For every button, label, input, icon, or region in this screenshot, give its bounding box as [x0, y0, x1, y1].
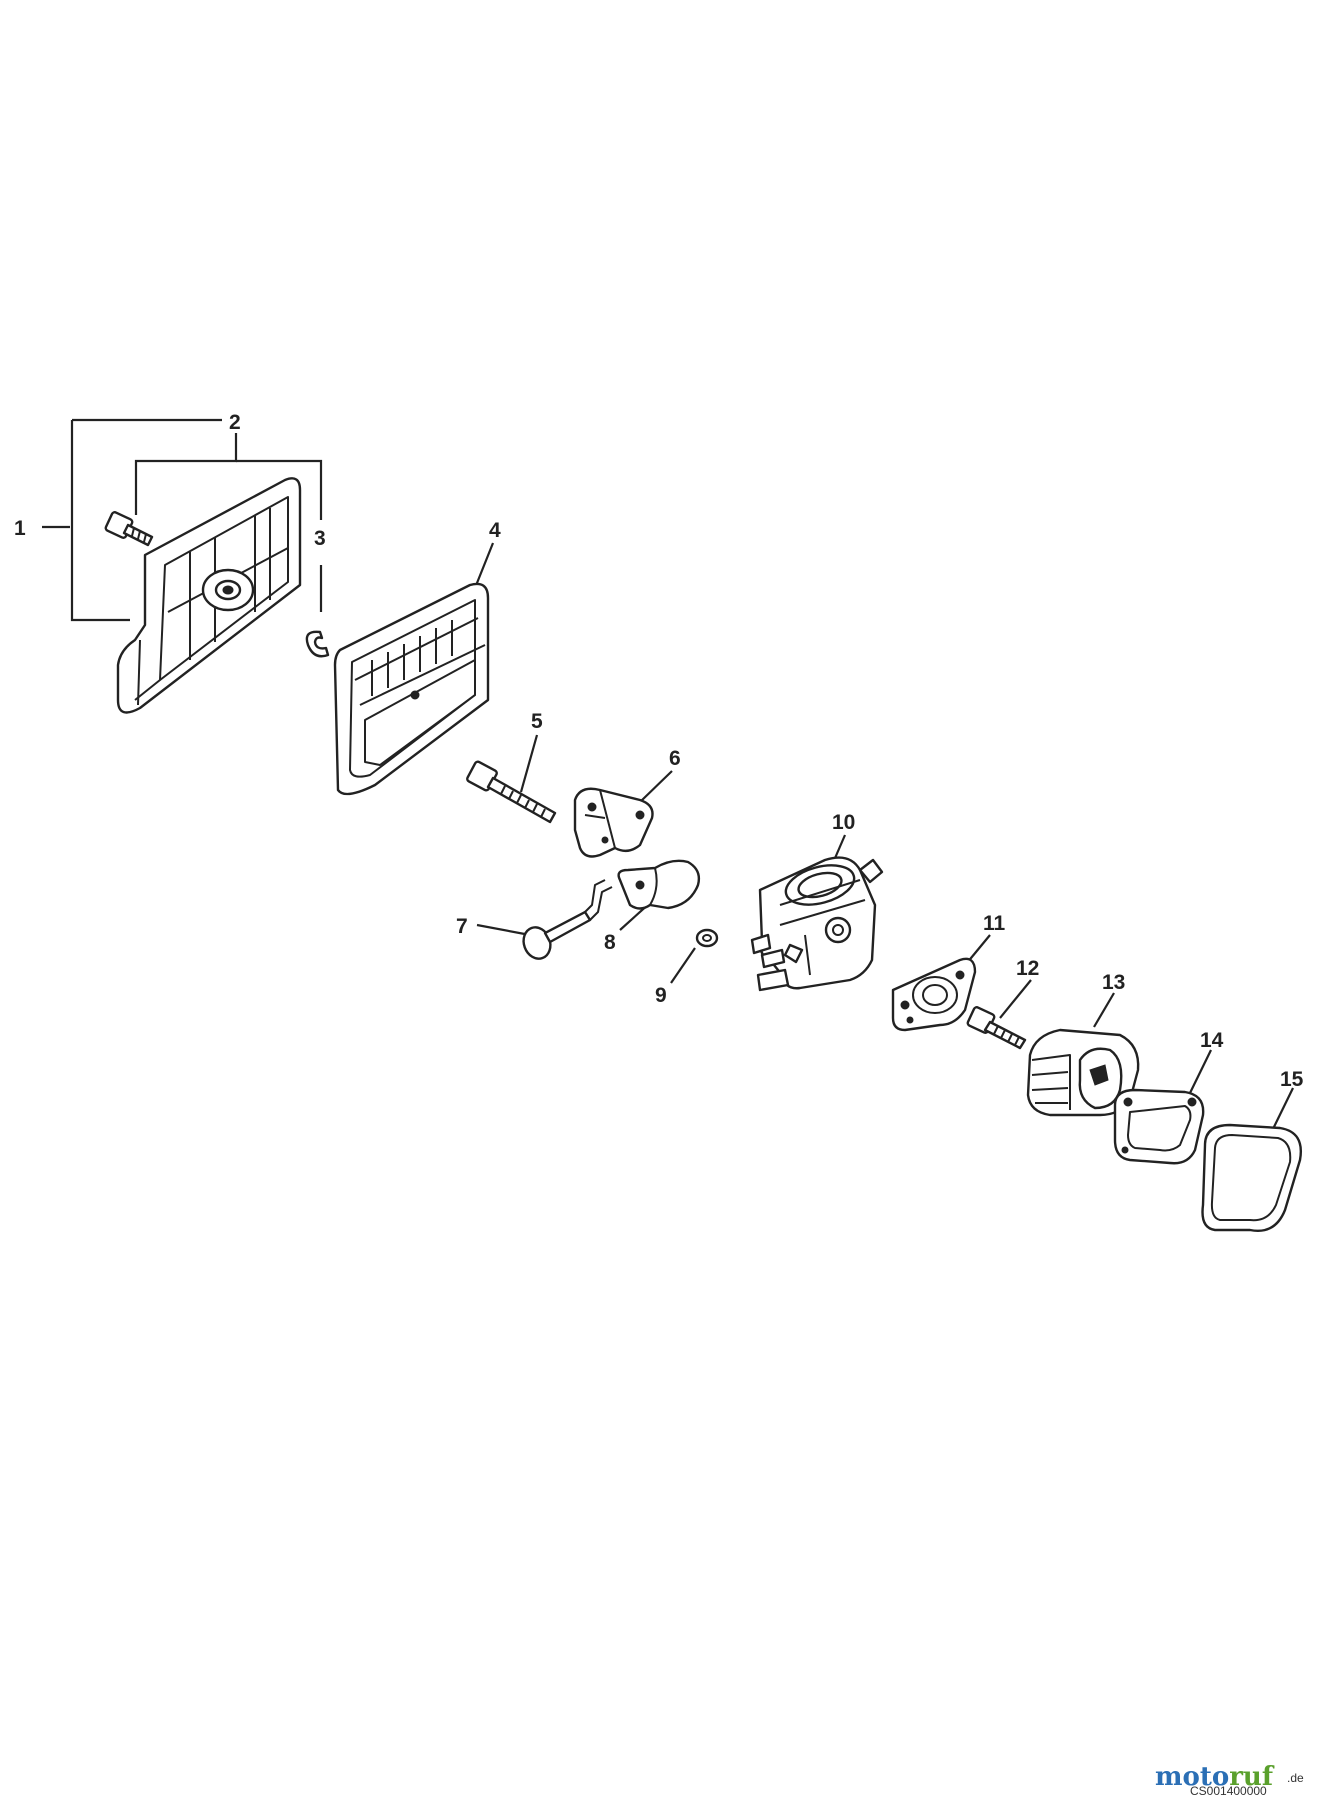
watermark-brand-tail: ruf [1229, 1762, 1275, 1792]
callout-15: 15 [1280, 1068, 1304, 1091]
callout-4: 4 [489, 519, 501, 542]
carburetor [750, 856, 884, 992]
air-filter-element [333, 582, 490, 796]
washer [695, 928, 719, 948]
callout-14: 14 [1200, 1029, 1224, 1052]
watermark-suffix: .de [1287, 1771, 1304, 1785]
callout-13: 13 [1102, 971, 1125, 994]
callout-6: 6 [669, 747, 681, 770]
muffler-gasket [1113, 1088, 1205, 1165]
callout-7: 7 [456, 915, 468, 938]
callout-8: 8 [604, 931, 616, 954]
air-filter-cover [116, 477, 302, 714]
callout-1: 1 [14, 517, 26, 540]
clip [305, 630, 330, 658]
callout-9: 9 [655, 984, 667, 1007]
choke-plate [617, 859, 701, 910]
callout-labels: 1 2 3 4 5 6 7 8 9 10 11 12 13 14 15 [14, 411, 1304, 1091]
footer: motoruf .de CS001400000 [1155, 1762, 1304, 1798]
callout-2: 2 [229, 411, 241, 434]
choke-knob [522, 879, 613, 960]
carb-gasket [891, 957, 977, 1032]
muffler-bolt [966, 1006, 1027, 1050]
callout-12: 12 [1016, 957, 1039, 980]
bracket [573, 787, 654, 858]
callout-3: 3 [314, 527, 326, 550]
callout-5: 5 [531, 710, 543, 733]
bolt [466, 760, 557, 824]
cover-screw [104, 511, 154, 547]
drawing-code: CS001400000 [1190, 1784, 1267, 1798]
watermark-logo: motoruf [1155, 1762, 1275, 1792]
callout-11: 11 [983, 912, 1006, 935]
callout-10: 10 [832, 811, 855, 834]
muffler-gasket-outer [1201, 1123, 1302, 1232]
